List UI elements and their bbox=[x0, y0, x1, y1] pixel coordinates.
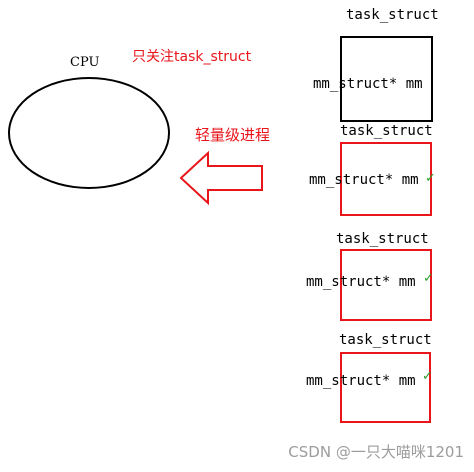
task-struct-title: task_struct bbox=[346, 7, 439, 23]
mm-struct-field: mm_struct* mm bbox=[306, 274, 416, 290]
check-mark-icon: ✓ bbox=[425, 171, 436, 186]
task-struct-box bbox=[340, 142, 432, 216]
mm-struct-field: mm_struct* mm bbox=[313, 76, 423, 92]
task-struct-box bbox=[340, 36, 433, 122]
task-struct-title: task_struct bbox=[336, 231, 429, 247]
check-mark-icon: ✓ bbox=[422, 369, 433, 384]
task-struct-title: task_struct bbox=[340, 123, 433, 139]
task-struct-title: task_struct bbox=[339, 332, 432, 348]
cpu-label: CPU bbox=[70, 55, 100, 70]
annotation-lightweight-process: 轻量级进程 bbox=[195, 126, 271, 144]
task-struct-box bbox=[340, 352, 431, 423]
mm-struct-field: mm_struct* mm bbox=[306, 373, 416, 389]
task-struct-box bbox=[340, 249, 432, 321]
left-arrow-icon bbox=[179, 150, 263, 206]
watermark-text: CSDN @一只大喵咪1201 bbox=[288, 443, 464, 461]
mm-struct-field: mm_struct* mm bbox=[309, 172, 419, 188]
check-mark-icon: ✓ bbox=[423, 271, 434, 286]
cpu-ellipse bbox=[8, 77, 170, 189]
annotation-only-care: 只关注task_struct bbox=[132, 49, 252, 65]
